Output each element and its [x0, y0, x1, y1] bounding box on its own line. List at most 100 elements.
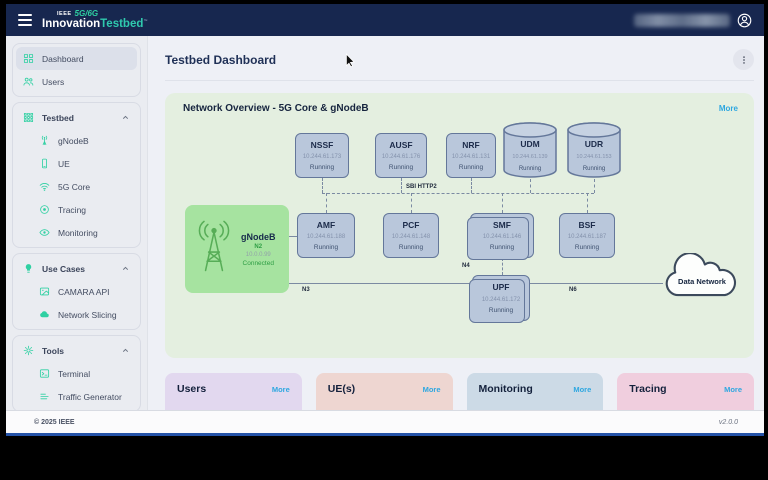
gnodeb-status: Connected — [242, 259, 274, 267]
card-ues: UE(s) More — [315, 373, 453, 410]
node-name: UDR — [584, 138, 604, 149]
sidebar-group-use-cases[interactable]: Use Cases — [16, 257, 137, 280]
card-more-link[interactable]: More — [724, 384, 742, 394]
sidebar-group-tools[interactable]: Tools — [16, 339, 137, 362]
node-udr[interactable]: UDR 10.244.61.153 Running — [566, 121, 622, 179]
node-ausf[interactable]: AUSF 10.244.61.176 Running — [375, 133, 427, 178]
user-greeting-redacted[interactable] — [634, 13, 730, 27]
node-gnodeb[interactable]: gNodeB N2 10.0.0.99 Connected — [185, 205, 289, 293]
card-more-link[interactable]: More — [422, 384, 441, 394]
connector-line — [411, 193, 412, 213]
sidebar-section-testbed: Testbed gNodeB UE 5G Core Tracing — [12, 102, 141, 248]
connector-line — [471, 178, 472, 193]
lightbulb-icon — [25, 264, 32, 273]
logo-testbed: Testbed — [100, 17, 144, 30]
sidebar-item-users[interactable]: Users — [16, 70, 137, 93]
gnodeb-interface-label: N2 — [254, 243, 263, 250]
node-nssf[interactable]: NSSF 10.244.61.173 Running — [295, 133, 349, 178]
sidebar-label: Use Cases — [42, 263, 86, 274]
logo-ieee: IEEE — [57, 11, 72, 18]
node-ip: 10.244.61.146 — [482, 234, 522, 240]
network-overview-card: Network Overview - 5G Core & gNodeB More… — [165, 93, 754, 358]
sidebar-item-dashboard[interactable]: Dashboard — [16, 47, 137, 70]
node-ip: 10.244.61.176 — [381, 154, 421, 160]
user-avatar-icon[interactable] — [737, 13, 752, 28]
n4-line — [502, 258, 503, 275]
sidebar-item-gnodeb[interactable]: gNodeB — [16, 129, 137, 152]
connector-line — [322, 178, 323, 193]
node-bsf[interactable]: BSF 10.244.61.187 Running — [559, 213, 615, 258]
sidebar-section-main: Dashboard Users — [12, 43, 141, 97]
sidebar-item-camara-api[interactable]: CAMARA API — [16, 280, 137, 303]
terminal-icon — [39, 369, 50, 378]
sbi-bus-line — [322, 193, 594, 194]
sidebar-item-monitoring[interactable]: Monitoring — [16, 221, 137, 244]
connector-line — [502, 193, 503, 213]
node-status: Running — [388, 164, 414, 171]
node-amf[interactable]: AMF 10.244.61.188 Running — [297, 213, 355, 258]
chevron-up-icon[interactable] — [121, 342, 130, 360]
sidebar-label: CAMARA API — [58, 286, 110, 297]
topbar: IEEE 5G/6G InnovationTestbed™ — [6, 4, 764, 36]
logo-innovation: Innovation — [42, 17, 101, 30]
sbi-bus-label: SBI HTTP2 — [403, 184, 440, 190]
node-ip: 10.244.61.188 — [306, 234, 346, 240]
footer: © 2025 IEEE v2.0.0 — [6, 410, 764, 436]
page-options-button[interactable] — [733, 49, 754, 70]
phone-icon — [42, 158, 47, 169]
sidebar-section-use-cases: Use Cases CAMARA API Network Slicing — [12, 253, 141, 330]
node-name: BSF — [578, 220, 596, 230]
logo-trademark: ™ — [143, 17, 148, 23]
card-more-link[interactable]: More — [271, 384, 290, 394]
node-smf[interactable]: SMF 10.244.61.146 Running — [467, 213, 534, 260]
node-udm[interactable]: UDM 10.244.61.139 Running — [502, 121, 558, 179]
node-ip: 10.244.61.131 — [451, 154, 491, 160]
network-overview-more-link[interactable]: More — [718, 104, 738, 113]
app-window: IEEE 5G/6G InnovationTestbed™ Das — [6, 4, 764, 436]
sidebar-label: Terminal — [58, 368, 91, 379]
sidebar-label: 5G Core — [58, 181, 91, 192]
n2-line — [289, 236, 297, 237]
data-network-label: Data Network — [678, 277, 726, 286]
card-more-link[interactable]: More — [573, 384, 592, 394]
testbed-grid-icon — [23, 112, 34, 123]
sidebar-item-ue[interactable]: UE — [16, 152, 137, 175]
node-name: NRF — [462, 140, 480, 150]
sidebar-label: Tools — [42, 345, 65, 356]
node-name: UDM — [520, 138, 540, 149]
node-nrf[interactable]: NRF 10.244.61.131 Running — [446, 133, 496, 178]
sidebar-item-terminal[interactable]: Terminal — [16, 362, 137, 385]
app-logo: IEEE 5G/6G InnovationTestbed™ — [42, 8, 148, 31]
menu-icon[interactable] — [18, 14, 32, 26]
image-icon — [39, 287, 50, 296]
traffic-icon — [40, 393, 49, 400]
sidebar-item-network-slicing[interactable]: Network Slicing — [16, 303, 137, 326]
card-title: Tracing — [629, 383, 667, 395]
logo-5g6g: 5G/6G — [74, 8, 99, 18]
connector-line — [594, 179, 595, 193]
node-status: Running — [582, 165, 606, 172]
sidebar-item-tracing[interactable]: Tracing — [16, 198, 137, 221]
sidebar-item-5g-core[interactable]: 5G Core — [16, 175, 137, 198]
sidebar: Dashboard Users Testbed gNodeB — [6, 36, 148, 410]
node-pcf[interactable]: PCF 10.244.61.148 Running — [383, 213, 439, 258]
connector-line — [530, 179, 531, 193]
chevron-up-icon[interactable] — [121, 109, 130, 127]
n3-label: N3 — [302, 287, 310, 293]
card-monitoring: Monitoring More — [466, 373, 604, 410]
node-status: Running — [398, 244, 424, 251]
sidebar-label: Tracing — [58, 204, 87, 215]
gnodeb-ip: 10.0.0.99 — [245, 251, 271, 258]
gear-icon — [23, 345, 34, 356]
sidebar-label: Dashboard — [42, 53, 84, 64]
card-users: Users More — [165, 373, 302, 410]
node-ip: 10.244.61.139 — [512, 154, 548, 160]
node-upf[interactable]: UPF 10.244.61.172 Running — [469, 275, 530, 323]
node-ip: 10.244.61.187 — [567, 234, 607, 240]
sidebar-group-testbed[interactable]: Testbed — [16, 106, 137, 129]
node-status: Running — [458, 164, 484, 171]
n4-label: N4 — [462, 263, 470, 269]
sidebar-item-traffic-generator[interactable]: Traffic Generator — [16, 385, 137, 408]
connector-line — [401, 178, 402, 193]
chevron-up-icon[interactable] — [121, 260, 130, 278]
